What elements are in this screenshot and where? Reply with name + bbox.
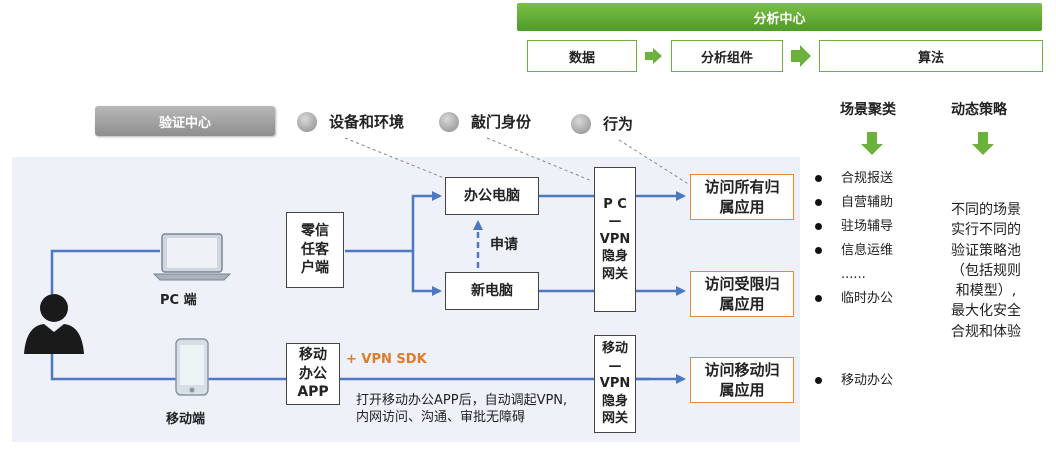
diagram-panel: [12, 157, 800, 442]
policy-line: 和模型）,: [955, 283, 1017, 300]
scenario-list: 合规报送 自营辅助 驻场辅导 信息运维 ......: [815, 168, 893, 288]
stage-components: 分析组件: [671, 40, 783, 72]
all-apps-box: 访问所有归属应用: [690, 174, 794, 220]
scenario-item: 驻场辅导: [815, 216, 893, 240]
pc-client-label: PC 端: [160, 293, 197, 308]
stage-algorithm: 算法: [819, 40, 1043, 72]
stage-data: 数据: [527, 40, 637, 72]
scenario-item-temp: 临时办公: [815, 288, 893, 312]
zero-trust-client-box: 零信任客户端: [286, 212, 344, 288]
policy-line: 实行不同的: [951, 222, 1021, 239]
policy-line: 验证策略池: [951, 242, 1021, 259]
factor-identity: 敲门身份: [471, 113, 532, 131]
scenario-item-mobile: 移动办公: [815, 370, 893, 394]
factor-device: 设备和环境: [329, 113, 405, 131]
scenario-mobile-list: 移动办公: [815, 370, 893, 394]
scenario-item: 合规报送: [815, 168, 893, 192]
apply-label: 申请: [490, 237, 518, 253]
mobile-apps-box: 访问移动归属应用: [690, 357, 794, 403]
mobile-note-line2: 内网访问、沟通、审批无障碍: [356, 410, 526, 425]
factor-dot-icon: [571, 114, 591, 134]
mobile-office-app-box: 移动办公APP: [286, 343, 340, 405]
factor-dot-icon: [439, 112, 459, 132]
policy-line: 不同的场景: [951, 202, 1021, 218]
scenario-item: 自营辅助: [815, 192, 893, 216]
vpn-sdk-label: + VPN SDK: [346, 352, 427, 367]
policy-title: 动态策略: [951, 102, 1007, 118]
arrow-icon: [645, 48, 662, 64]
policy-line: 合规和体验: [951, 323, 1021, 340]
mobile-vpn-gateway-box: 移动— VPN 隐身网关: [594, 335, 636, 433]
scenario-temp-list: 临时办公: [815, 288, 893, 312]
factor-behavior: 行为: [603, 115, 634, 133]
verification-center-banner: 验证中心: [95, 106, 275, 136]
policy-line: 最大化安全: [951, 303, 1021, 320]
factor-dot-icon: [297, 112, 317, 132]
phone-icon: [175, 338, 209, 396]
office-pc-box: 办公电脑: [445, 177, 539, 215]
arrow-icon: [791, 45, 811, 67]
scenario-ellipsis: ......: [841, 267, 866, 282]
scenario-title: 场景聚类: [840, 102, 896, 118]
limited-apps-box: 访问受限归属应用: [690, 271, 794, 317]
policy-description: 不同的场景 实行不同的 验证策略池 （包括规则 和模型）, 最大化安全 合规和体…: [936, 200, 1036, 342]
scenario-item: 信息运维: [815, 240, 893, 264]
policy-line: （包括规则: [951, 262, 1021, 279]
mobile-note-line1: 打开移动办公APP后，自动调起VPN,: [356, 393, 568, 408]
user-avatar-icon: [24, 294, 84, 354]
analysis-center-banner: 分析中心: [517, 3, 1042, 31]
pc-vpn-gateway-box: P C— VPN 隐身网关: [594, 167, 636, 312]
laptop-icon: [152, 233, 232, 281]
mobile-client-label: 移动端: [166, 412, 206, 427]
new-pc-box: 新电脑: [445, 272, 539, 310]
